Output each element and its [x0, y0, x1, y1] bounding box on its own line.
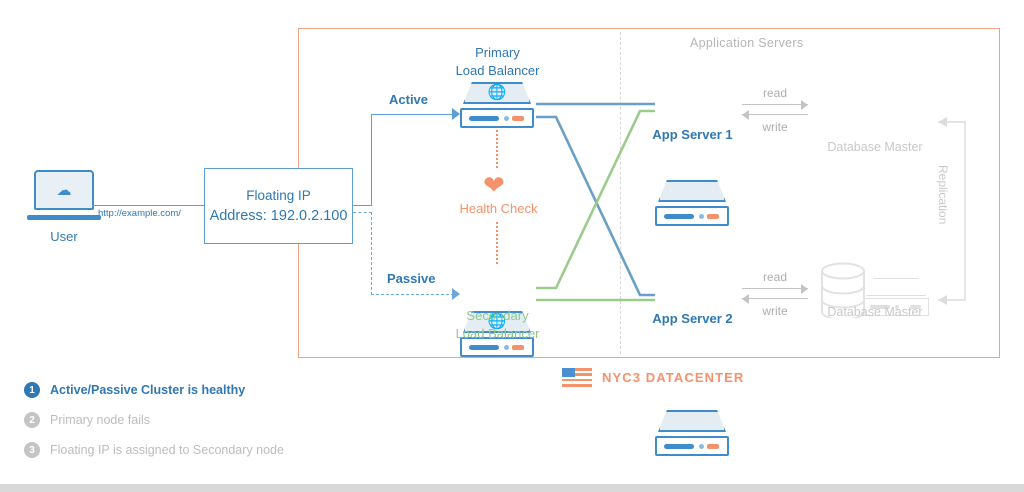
- legend-text-1: Active/Passive Cluster is healthy: [50, 383, 246, 397]
- passive-path-segment: [371, 212, 372, 295]
- legend-text-3: Floating IP is assigned to Secondary nod…: [50, 443, 284, 457]
- legend-number-2: 2: [24, 412, 40, 428]
- database-master-2-label: Database Master: [827, 305, 923, 319]
- legend: 1 Active/Passive Cluster is healthy 2 Pr…: [24, 382, 284, 472]
- globe-icon: 🌐: [487, 313, 507, 330]
- health-check-label: Health Check: [459, 201, 538, 216]
- heart-icon: ❤: [483, 170, 505, 200]
- secondary-lb-label: Secondary Load Balancer: [425, 307, 570, 342]
- active-path-segment: [353, 205, 372, 206]
- legend-number-3: 3: [24, 442, 40, 458]
- laptop-base: [27, 215, 101, 220]
- write-arrow-icon: [742, 110, 808, 120]
- primary-load-balancer-icon: 🌐: [460, 82, 534, 128]
- server-slot: [664, 444, 694, 449]
- active-label: Active: [389, 92, 429, 107]
- server-body: [460, 337, 534, 357]
- server-led-icon: [512, 345, 524, 350]
- active-path-segment: [371, 114, 459, 115]
- replication-label: Replication: [936, 165, 950, 225]
- write-label: write: [762, 304, 788, 318]
- us-flag-icon: [562, 368, 592, 387]
- db-server-ghost: [863, 278, 929, 316]
- write-arrow-icon: [742, 294, 808, 304]
- health-check-line: [496, 222, 498, 264]
- floating-ip-title: Floating IP: [246, 188, 311, 203]
- primary-lb-label-line2: Load Balancer: [455, 62, 540, 78]
- passive-path-segment: [371, 294, 459, 295]
- server-dot: [504, 116, 509, 121]
- active-path-segment: [371, 114, 372, 206]
- server-led-icon: [707, 444, 719, 449]
- server-body: [655, 206, 729, 226]
- datacenter-footer-label: NYC3 DATACENTER: [602, 370, 745, 385]
- bottom-bar: [0, 484, 1024, 492]
- secondary-load-balancer-icon: 🌐: [460, 311, 534, 357]
- read-label: read: [762, 86, 788, 100]
- read-arrow-icon: [742, 100, 808, 110]
- db-read-write-group-2: read write: [742, 270, 808, 318]
- legend-item-3[interactable]: 3 Floating IP is assigned to Secondary n…: [24, 442, 284, 458]
- laptop-cloud-icon: ☁: [27, 170, 101, 220]
- cloud-icon: ☁: [56, 182, 72, 199]
- legend-item-2[interactable]: 2 Primary node fails: [24, 412, 284, 428]
- primary-lb-label: Primary Load Balancer: [425, 44, 570, 79]
- user-label: User: [50, 229, 78, 244]
- database-cylinder-icon: [821, 262, 865, 318]
- server-dot: [504, 345, 509, 350]
- db-read-write-group-1: read write: [742, 86, 808, 134]
- passive-path-arrow-icon: [452, 288, 460, 300]
- app-server-2-label: App Server 2: [652, 311, 733, 326]
- app-server-1-icon: [655, 180, 729, 226]
- active-path-arrow-icon: [452, 108, 460, 120]
- server-top: [658, 180, 726, 202]
- primary-lb-label-line1: Primary: [475, 45, 520, 60]
- user-node: ☁ User: [18, 170, 110, 244]
- server-slot: [469, 116, 499, 121]
- user-connection-line: [92, 205, 206, 206]
- passive-path-segment: [353, 212, 372, 213]
- secondary-lb-label-line2: Load Balancer: [455, 325, 540, 341]
- application-servers-title: Application Servers: [690, 36, 804, 50]
- read-label: read: [762, 270, 788, 284]
- laptop-screen: [34, 170, 94, 210]
- app-server-2-icon: [655, 410, 729, 456]
- server-led-icon: [707, 214, 719, 219]
- server-slot: [664, 214, 694, 219]
- legend-text-2: Primary node fails: [50, 413, 151, 427]
- passive-label: Passive: [387, 271, 436, 286]
- url-label: http://example.com/: [98, 208, 181, 219]
- datacenter-footer: NYC3 DATACENTER: [562, 368, 744, 387]
- server-body: [460, 108, 534, 128]
- app-zone-divider: [620, 32, 621, 354]
- database-master-1-icon: [815, 262, 935, 318]
- server-led-icon: [512, 116, 524, 121]
- server-dot: [699, 214, 704, 219]
- globe-icon: 🌐: [487, 84, 507, 101]
- server-body: [655, 436, 729, 456]
- floating-ip-box: Floating IP Address: 192.0.2.100: [204, 168, 353, 244]
- legend-item-1[interactable]: 1 Active/Passive Cluster is healthy: [24, 382, 284, 398]
- secondary-lb-label-line1: Secondary: [466, 308, 529, 323]
- server-slot: [469, 345, 499, 350]
- app-server-1-label: App Server 1: [652, 127, 733, 142]
- server-dot: [699, 444, 704, 449]
- write-label: write: [762, 120, 788, 134]
- read-arrow-icon: [742, 284, 808, 294]
- database-master-1-label: Database Master: [827, 140, 923, 154]
- legend-number-1: 1: [24, 382, 40, 398]
- server-top: [658, 410, 726, 432]
- health-check-line: [496, 130, 498, 168]
- floating-ip-address: Address: 192.0.2.100: [209, 208, 348, 224]
